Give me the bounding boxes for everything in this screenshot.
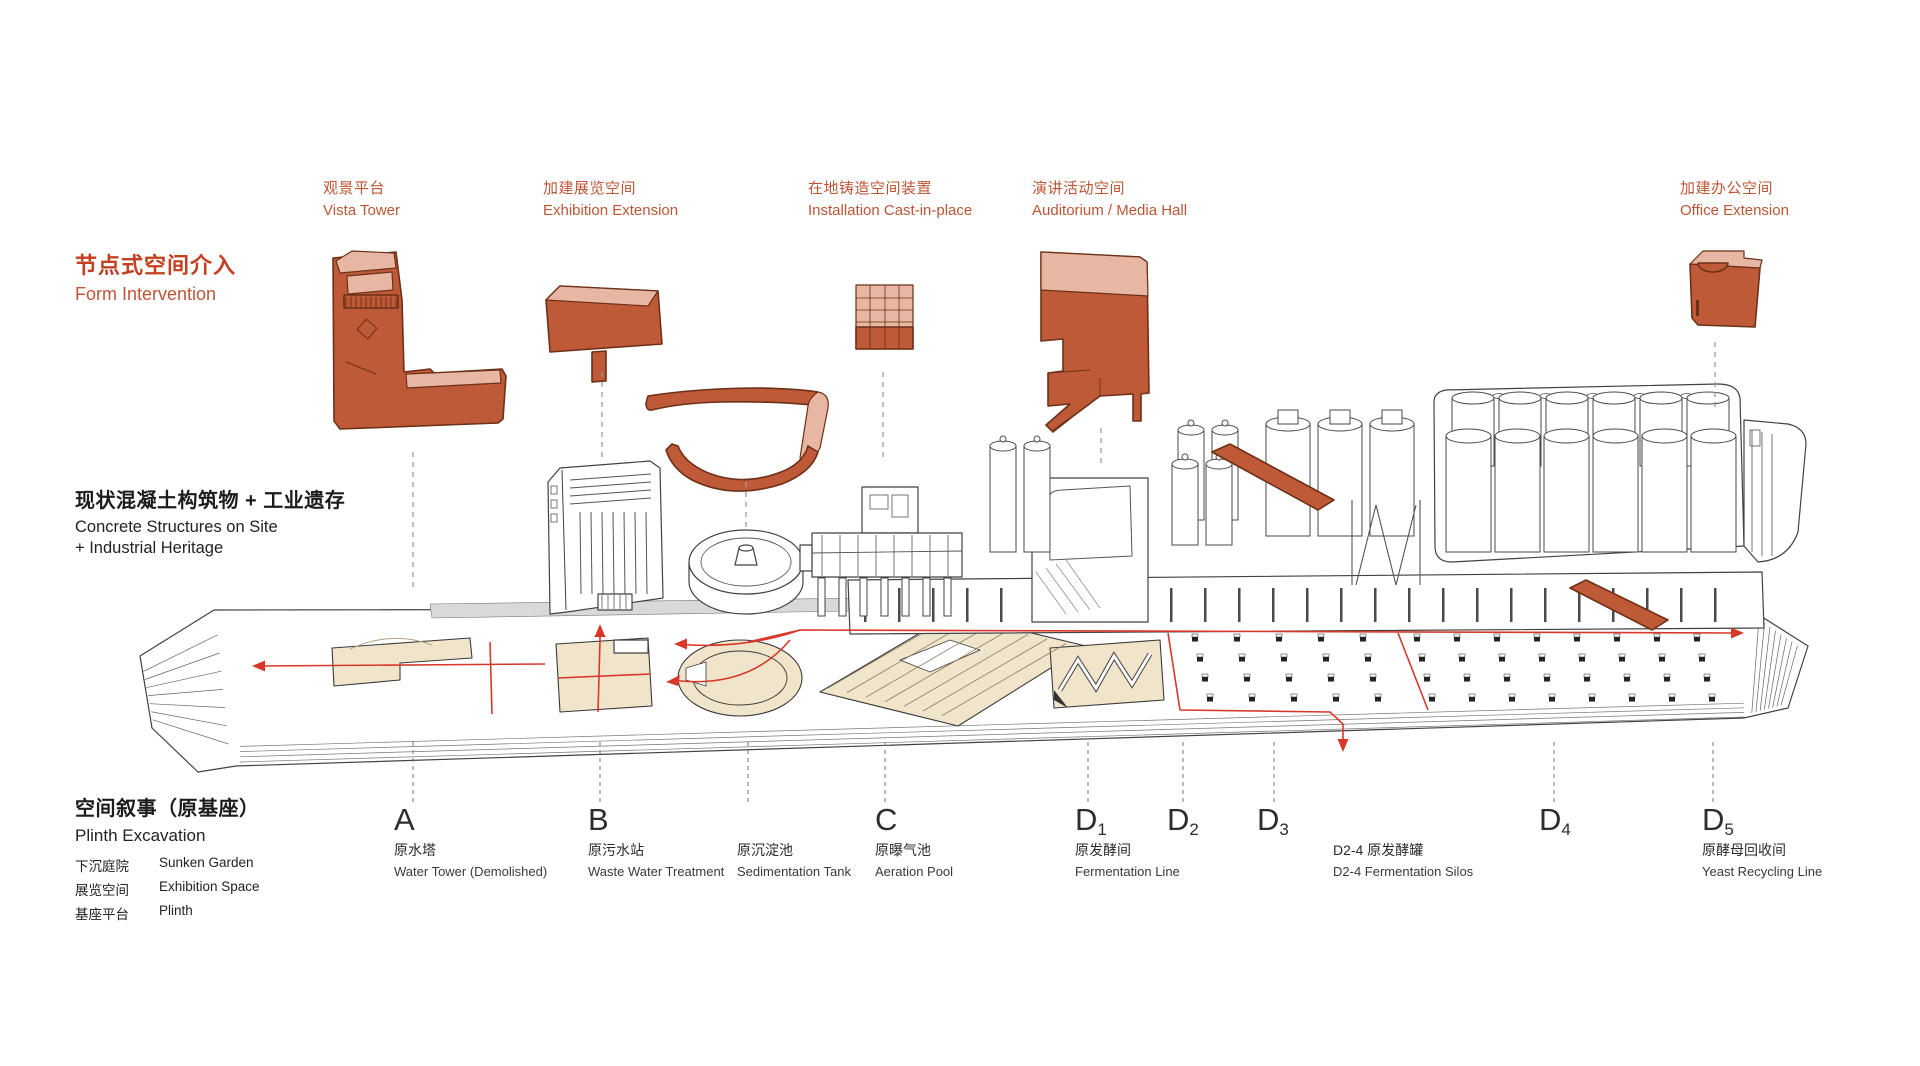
sublabel-zh: 原发酵间 (1075, 842, 1131, 858)
plinth-program-areas (331, 613, 1165, 727)
plinth-stair-hatching (143, 619, 1798, 763)
yeast-recycling-building (1743, 419, 1807, 563)
legend-zh: 展览空间 (75, 883, 129, 899)
intervention-volumes (332, 250, 1763, 492)
conveyor-ramp (1211, 443, 1335, 511)
sublabel-zh: 原酵母回收间 (1702, 842, 1786, 858)
fermentation-hall (1031, 477, 1149, 623)
circulation-route-lines (252, 624, 1744, 752)
label-auditorium-zh: 演讲活动空间 (1032, 180, 1126, 197)
exhibition-extension-volume (545, 285, 829, 492)
existing-title-en2: + Industrial Heritage (75, 539, 224, 558)
aeration-pool-structure (799, 486, 963, 578)
label-auditorium-en: Auditorium / Media Hall (1032, 201, 1188, 219)
section-plinth-excavation: 空间叙事（原基座） Plinth Excavation 下沉庭院 Sunken … (75, 792, 260, 923)
plinth-letter-b: B (588, 802, 609, 837)
plinth-title-en: Plinth Excavation (75, 826, 206, 845)
plinth-letter-d4: D4 (1539, 802, 1571, 839)
route-arrow (666, 675, 680, 686)
sublabel-zh: 原污水站 (588, 842, 644, 858)
legend-en: Sunken Garden (159, 855, 254, 871)
waste-water-treatment-building (547, 460, 664, 615)
sublabel-en: Yeast Recycling Line (1702, 863, 1823, 879)
route-arrow (252, 660, 265, 672)
label-auditorium: 演讲活动空间 Auditorium / Media Hall (1032, 178, 1187, 222)
plinth-letter-a: A (394, 802, 415, 837)
label-exhibition-extension-en: Exhibition Extension (543, 201, 679, 219)
legend-row: 下沉庭院 Sunken Garden (75, 855, 260, 875)
sublabel-zh: 原曝气池 (875, 842, 931, 858)
legend-zh: 基座平台 (75, 907, 129, 923)
sublabel-fermentation-line: 原发酵间 Fermentation Line (1075, 842, 1180, 879)
structure-detail-lines (569, 473, 952, 617)
conveyor-ramp (1569, 579, 1669, 631)
label-office-extension-en: Office Extension (1680, 201, 1789, 219)
section-existing-structures: 现状混凝土构筑物 + 工业遗存 Concrete Structures on S… (75, 484, 345, 560)
sublabel-sedimentation: 原沉淀池 Sedimentation Tank (737, 842, 851, 879)
sunken-garden-area-a (331, 637, 473, 687)
section-form-intervention: 节点式空间介入 Form Intervention (75, 248, 236, 305)
vista-tower-volume (332, 250, 507, 430)
plinth-letter-d1: D1 (1075, 802, 1107, 839)
label-exhibition-extension-zh: 加建展览空间 (543, 180, 637, 197)
route-arrow (674, 638, 687, 650)
route-arrow (1731, 627, 1744, 639)
form-intervention-title-en: Form Intervention (75, 284, 217, 304)
plinth-letter-d3: D3 (1257, 802, 1289, 839)
label-vista-tower-en: Vista Tower (323, 201, 400, 219)
sublabel-en: Waste Water Treatment (588, 863, 725, 879)
sublabel-water-tower: 原水塔 Water Tower (Demolished) (394, 842, 547, 879)
sublabel-en: Aeration Pool (875, 863, 954, 879)
label-office-extension-zh: 加建办公空间 (1680, 180, 1774, 197)
plinth-legend: 下沉庭院 Sunken Garden 展览空间 Exhibition Space… (75, 855, 260, 923)
plinth-letter-d2: D2 (1167, 802, 1199, 839)
office-extension-volume (1689, 250, 1763, 328)
form-intervention-title-zh: 节点式空间介入 (75, 253, 237, 278)
sedimentation-tank-structure (688, 529, 804, 615)
legend-zh: 下沉庭院 (75, 859, 129, 875)
sublabel-zh: 原沉淀池 (737, 842, 793, 858)
existing-title-en1: Concrete Structures on Site (75, 518, 278, 536)
sublabel-yeast-recycling: 原酵母回收间 Yeast Recycling Line (1702, 842, 1822, 879)
sublabel-fermentation-silos: D2-4 原发酵罐 D2-4 Fermentation Silos (1333, 842, 1473, 879)
sublabel-waste-water: 原污水站 Waste Water Treatment (588, 842, 724, 879)
label-installation-en: Installation Cast-in-place (808, 201, 973, 219)
route-arrow (594, 624, 606, 637)
sublabel-en: Sedimentation Tank (737, 863, 851, 879)
legend-en: Plinth (159, 903, 193, 919)
label-vista-tower-zh: 观景平台 (323, 180, 386, 197)
plinth-letter-c: C (875, 802, 898, 837)
label-installation: 在地铸造空间装置 Installation Cast-in-place (808, 178, 972, 222)
auditorium-volume (1040, 251, 1150, 433)
sublabel-en: D2-4 Fermentation Silos (1333, 863, 1474, 879)
sublabel-zh: 原水塔 (394, 842, 436, 858)
plinth-title-zh: 空间叙事（原基座） (75, 798, 260, 820)
legend-row: 基座平台 Plinth (75, 903, 260, 923)
legend-en: Exhibition Space (159, 879, 260, 895)
sublabel-aeration: 原曝气池 Aeration Pool (875, 842, 953, 879)
route-arrow (1337, 739, 1349, 752)
label-exhibition-extension: 加建展览空间 Exhibition Extension (543, 178, 678, 222)
existing-title-zh: 现状混凝土构筑物 + 工业遗存 (75, 490, 346, 512)
label-vista-tower: 观景平台 Vista Tower (323, 178, 400, 222)
sublabel-zh: D2-4 原发酵罐 (1333, 842, 1424, 858)
installation-cube-volume (855, 284, 914, 350)
existing-structures (547, 383, 1807, 631)
support-truss (1351, 500, 1421, 586)
plinth-letter-d5: D5 (1702, 802, 1734, 839)
silos (989, 391, 1737, 553)
sublabel-en: Water Tower (Demolished) (394, 863, 548, 879)
vista-tower-rib-band (345, 297, 397, 308)
sublabel-en: Fermentation Line (1075, 863, 1180, 879)
column-stub-field (827, 615, 1716, 716)
label-installation-zh: 在地铸造空间装置 (808, 180, 933, 197)
dashed-connector-lines (412, 342, 1716, 802)
legend-row: 展览空间 Exhibition Space (75, 879, 260, 899)
label-office-extension: 加建办公空间 Office Extension (1680, 178, 1789, 222)
